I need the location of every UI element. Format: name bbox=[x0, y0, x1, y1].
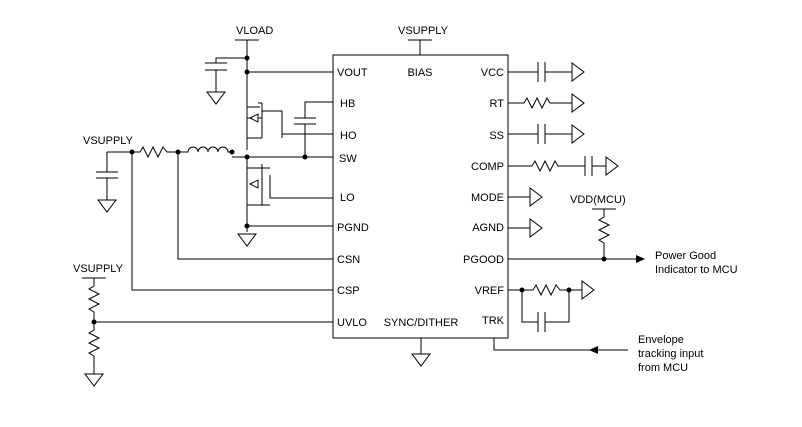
csn-wire bbox=[177, 152, 333, 260]
vref-ground-icon bbox=[581, 280, 595, 300]
pin-rt: RT bbox=[490, 98, 505, 110]
supply-top-main: V bbox=[398, 25, 406, 37]
supply-left-wire bbox=[96, 151, 132, 200]
low-side-diode-icon bbox=[248, 179, 259, 189]
pin-pgnd: PGND bbox=[337, 222, 369, 234]
pin-vref: VREF bbox=[475, 285, 505, 297]
supply-left-main: V bbox=[83, 135, 91, 147]
comp-capacitor bbox=[584, 156, 606, 176]
supply-left-label: VSUPPLY bbox=[83, 135, 134, 147]
trk-arrow-icon bbox=[589, 346, 598, 354]
load-sub: LOAD bbox=[243, 25, 273, 37]
pin-mode: MODE bbox=[471, 192, 504, 204]
trk-note-line-1: Envelope bbox=[638, 334, 684, 346]
pgnd-junction bbox=[244, 223, 250, 229]
pin-vout: VOUT bbox=[337, 67, 368, 79]
vdd-mcu-label: VDD(MCU) bbox=[570, 194, 626, 206]
trk-note-line-2: tracking input bbox=[638, 348, 703, 360]
pin-bias: BIAS bbox=[407, 67, 432, 79]
trk-note-line-3: from MCU bbox=[638, 362, 688, 374]
vout-junction bbox=[244, 69, 250, 75]
hb-wire bbox=[304, 101, 333, 118]
mode-ground-icon bbox=[529, 187, 543, 207]
output-cap-ground-icon bbox=[206, 91, 226, 105]
ss-ground-icon bbox=[571, 124, 585, 144]
supply-uvlo-main: V bbox=[73, 263, 81, 275]
vcc-ground-icon bbox=[571, 62, 585, 82]
pgood-note-line-1: Power Good bbox=[655, 250, 716, 262]
pin-agnd: AGND bbox=[472, 222, 504, 234]
high-side-fet bbox=[246, 103, 283, 138]
pin-ho: HO bbox=[340, 130, 357, 142]
pin-sw: SW bbox=[339, 153, 357, 165]
pin-hb: HB bbox=[340, 98, 355, 110]
ss-capacitor bbox=[508, 124, 572, 144]
vref-resistor bbox=[522, 283, 582, 297]
pin-uvlo: UVLO bbox=[337, 317, 367, 329]
low-side-fet bbox=[246, 157, 333, 206]
comp-ground-icon bbox=[605, 156, 619, 176]
trk-wire bbox=[493, 338, 590, 351]
pin-ss: SS bbox=[489, 130, 504, 142]
rt-ground-icon bbox=[571, 93, 585, 113]
comp-resistor bbox=[508, 159, 585, 173]
load-main: V bbox=[236, 25, 244, 37]
rt-resistor bbox=[508, 96, 572, 110]
uvlo-bottom-resistor bbox=[87, 322, 101, 374]
inductor bbox=[178, 146, 232, 153]
high-side-diode-icon bbox=[248, 113, 259, 123]
high-side-body bbox=[246, 118, 262, 139]
sync-ground-icon bbox=[411, 353, 431, 367]
pin-comp: COMP bbox=[471, 161, 504, 173]
uvlo-top-resistor bbox=[87, 278, 101, 322]
pin-pgood: PGOOD bbox=[463, 254, 504, 266]
vcc-capacitor bbox=[508, 62, 572, 82]
vref-wire bbox=[508, 289, 538, 323]
sw-junction-2 bbox=[302, 154, 308, 160]
pin-csn: CSN bbox=[337, 254, 360, 266]
pin-trk: TRK bbox=[482, 315, 505, 327]
vload-wire bbox=[235, 39, 333, 108]
pgnd-ground-icon bbox=[237, 233, 257, 247]
pgood-junction bbox=[601, 256, 607, 262]
pin-lo: LO bbox=[340, 192, 355, 204]
pin-sync-dither: SYNC/DITHER bbox=[384, 317, 459, 329]
load-label: VLOAD bbox=[236, 25, 273, 37]
sense-resistor bbox=[132, 145, 178, 159]
high-side-fet-drain bbox=[246, 102, 262, 150]
supply-top-sub: SUPPLY bbox=[405, 25, 448, 37]
supply-left-sub: SUPPLY bbox=[90, 135, 133, 147]
csp-wire bbox=[131, 152, 333, 291]
uvlo-ground-icon bbox=[84, 373, 104, 387]
supply-uvlo-sub: SUPPLY bbox=[80, 263, 123, 275]
vref-capacitor bbox=[537, 290, 570, 332]
pgood-arrow-icon bbox=[636, 255, 645, 263]
supply-top-label: VSUPPLY bbox=[398, 25, 449, 37]
pin-vcc: VCC bbox=[481, 67, 504, 79]
uvlo-junction bbox=[91, 319, 97, 325]
pgood-pullup-resistor bbox=[597, 209, 611, 259]
input-cap-ground-icon bbox=[97, 199, 117, 213]
low-side-gate bbox=[262, 167, 270, 206]
bias-wire bbox=[408, 39, 432, 55]
output-capacitor bbox=[205, 57, 247, 92]
pgood-note-line-2: Indicator to MCU bbox=[655, 264, 738, 276]
boot-capacitor bbox=[294, 117, 316, 157]
pin-csp: CSP bbox=[337, 285, 360, 297]
pgnd-wire bbox=[246, 205, 333, 232]
agnd-ground-icon bbox=[529, 218, 543, 238]
supply-uvlo-label: VSUPPLY bbox=[73, 263, 124, 275]
